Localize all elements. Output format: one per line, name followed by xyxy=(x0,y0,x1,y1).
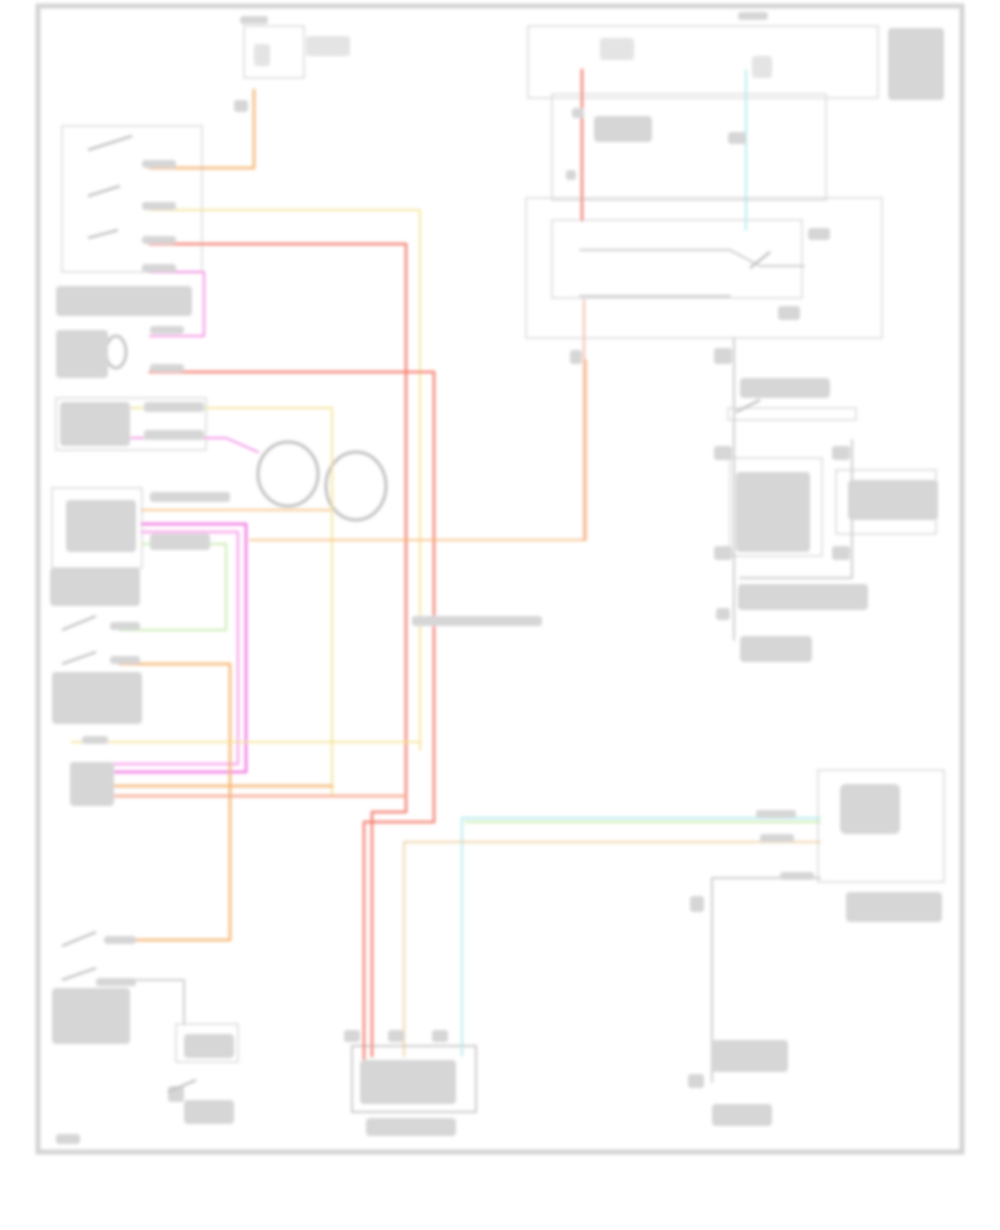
unit-box-right-a xyxy=(729,457,823,557)
diagram-border xyxy=(35,3,965,1155)
fuse-relay-box-right xyxy=(527,25,879,99)
bulb-left xyxy=(104,334,128,370)
connector-box-right xyxy=(727,407,857,421)
wires xyxy=(70,68,853,1083)
relay-box-left xyxy=(55,397,207,451)
motor-box-right xyxy=(817,769,945,883)
fuse-block-left xyxy=(243,25,305,79)
wire-red-loop xyxy=(148,370,436,1062)
switch-contacts xyxy=(61,134,771,1094)
wire-gray-sensor xyxy=(119,979,185,1025)
wire-yellow-switch xyxy=(149,209,421,751)
bottom-module-box xyxy=(351,1045,477,1113)
switch-block-left xyxy=(61,125,203,273)
wire-orange-top xyxy=(148,88,256,170)
component-outlines xyxy=(51,25,945,1113)
module-inner-box xyxy=(551,219,803,299)
wire-red-switch xyxy=(148,242,408,1058)
wire-gray-module-a xyxy=(579,249,805,267)
module-box-right xyxy=(525,197,883,339)
wire-orange-right xyxy=(249,359,587,541)
wire-pink-thick xyxy=(70,522,248,774)
lamp-left xyxy=(256,440,320,508)
wire-pink-short xyxy=(149,271,205,337)
lamp-right xyxy=(324,450,388,522)
relay-inner-box xyxy=(551,93,827,201)
wire-orange-left-step xyxy=(118,662,232,942)
illegible-labels xyxy=(50,12,944,1144)
wire-tan-motor xyxy=(403,841,821,1057)
sensor-box-left xyxy=(175,1023,239,1063)
wire-magenta-thick xyxy=(70,530,240,766)
wire-cyan-motor xyxy=(461,817,821,1057)
